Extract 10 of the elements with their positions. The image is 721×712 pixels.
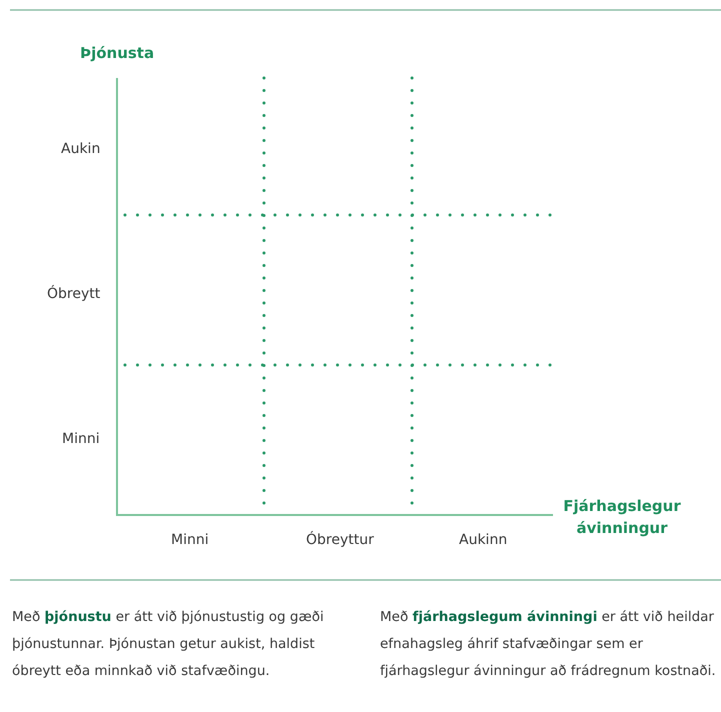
axis-tick-label: Aukin	[61, 141, 100, 157]
definition-paragraph: Með fjárhagslegum ávinningi er átt við heildar efnahagsleg áhrif stafvæðingar sem er fjárhagslegur ávinningur að frádregnum kostnaði.	[380, 608, 717, 681]
axis-title: Fjárhagslegur ávinningur	[562, 496, 682, 539]
axis-tick-label: Óbreytt	[47, 286, 100, 302]
axis-title: Þjónusta	[80, 44, 154, 62]
axis-tick-label: Minni	[171, 532, 209, 548]
axis-tick-label: Minni	[62, 431, 100, 447]
axis-tick-label: Aukinn	[459, 532, 508, 548]
definition-paragraph: Með þjónustu er átt við þjónustustig og gæði þjónustunnar. Þjónustan getur aukist, haldist óbreytt eða minnkað við stafvæðingu.	[12, 608, 325, 681]
axis-tick-label: Óbreyttur	[306, 532, 374, 548]
